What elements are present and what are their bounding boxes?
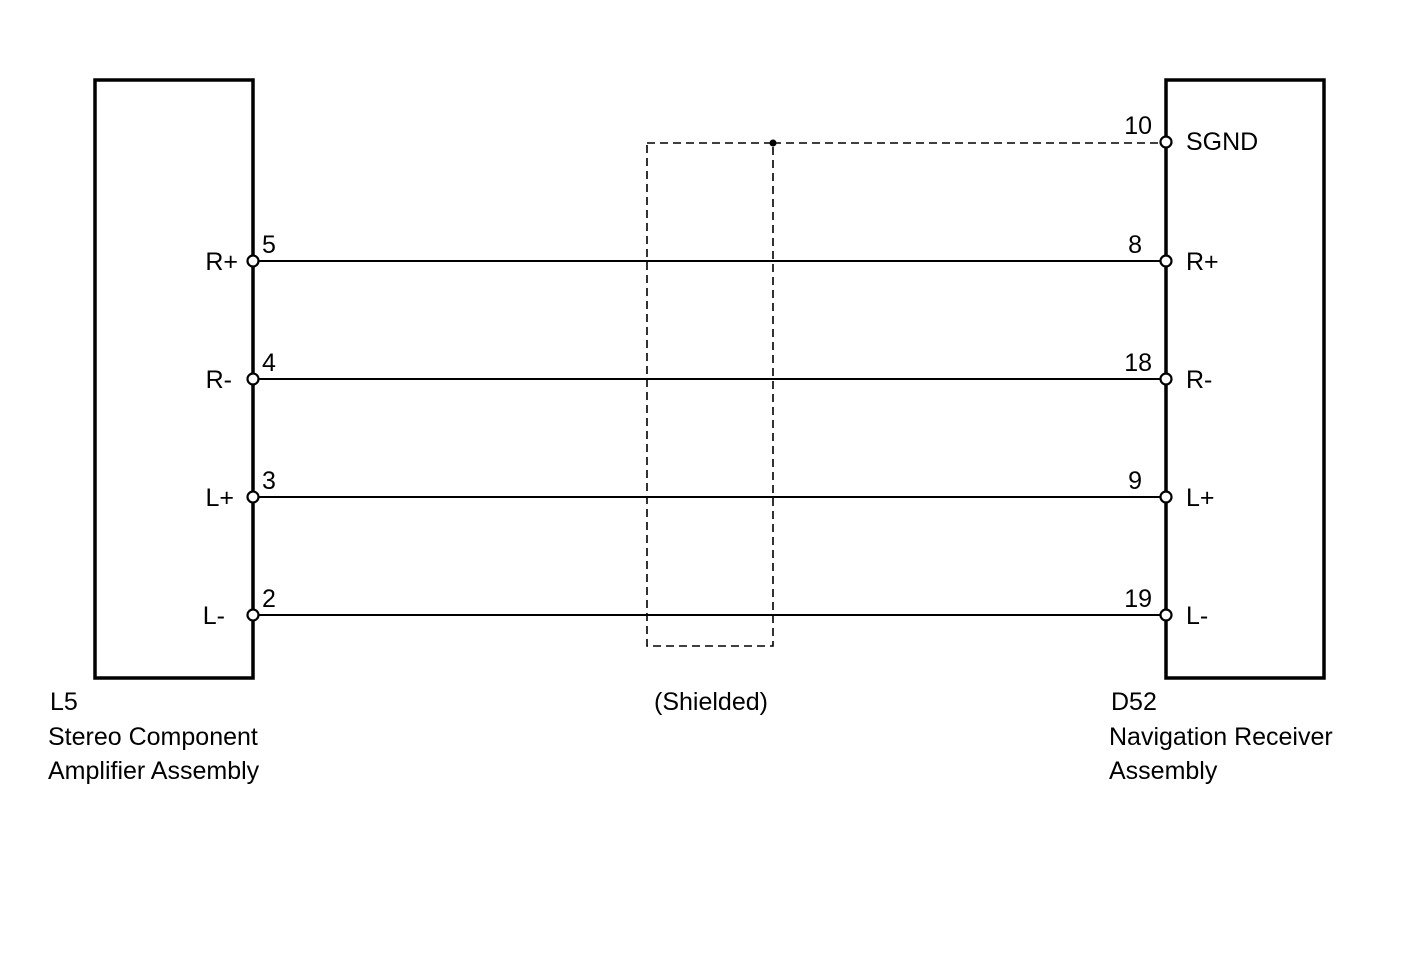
- left-component-code: L5: [50, 688, 78, 716]
- left-terminal-l-minus: [246, 608, 260, 622]
- right-pin-label: L-: [1186, 602, 1208, 630]
- left-terminal-l-plus: [246, 490, 260, 504]
- left-pin-label: L-: [203, 602, 225, 630]
- right-pin-number: 9: [1128, 467, 1142, 495]
- shield-junction-dot: [769, 139, 777, 147]
- right-component-name-line2: Assembly: [1109, 757, 1218, 785]
- right-pin-label: R-: [1186, 366, 1212, 394]
- right-pin-number: 19: [1124, 585, 1152, 613]
- right-component-code: D52: [1111, 688, 1157, 716]
- left-pin-label: L+: [205, 484, 234, 512]
- right-terminal-sgnd: [1159, 135, 1173, 149]
- left-terminal-r-plus: [246, 254, 260, 268]
- right-pin-label: SGND: [1186, 128, 1258, 156]
- left-pin-number: 3: [262, 467, 276, 495]
- right-pin-label: L+: [1186, 484, 1215, 512]
- left-pin-number: 2: [262, 585, 276, 613]
- left-pin-label: R+: [205, 248, 238, 276]
- right-terminal-l-plus: [1159, 490, 1173, 504]
- right-terminal-r-plus: [1159, 254, 1173, 268]
- shield-box: [646, 142, 774, 647]
- left-pin-number: 4: [262, 349, 276, 377]
- right-pin-number: 10: [1124, 112, 1152, 140]
- left-terminal-r-minus: [246, 372, 260, 386]
- right-terminal-l-minus: [1159, 608, 1173, 622]
- right-component-name-line1: Navigation Receiver: [1109, 723, 1333, 751]
- right-pin-number: 18: [1124, 349, 1152, 377]
- left-pin-number: 5: [262, 231, 276, 259]
- left-component-name-line1: Stereo Component: [48, 723, 258, 751]
- left-component-name-line2: Amplifier Assembly: [48, 757, 260, 785]
- shield-label: (Shielded): [654, 688, 768, 716]
- right-terminal-r-minus: [1159, 372, 1173, 386]
- left-pin-label: R-: [206, 366, 232, 394]
- right-pin-number: 8: [1128, 231, 1142, 259]
- right-pin-label: R+: [1186, 248, 1219, 276]
